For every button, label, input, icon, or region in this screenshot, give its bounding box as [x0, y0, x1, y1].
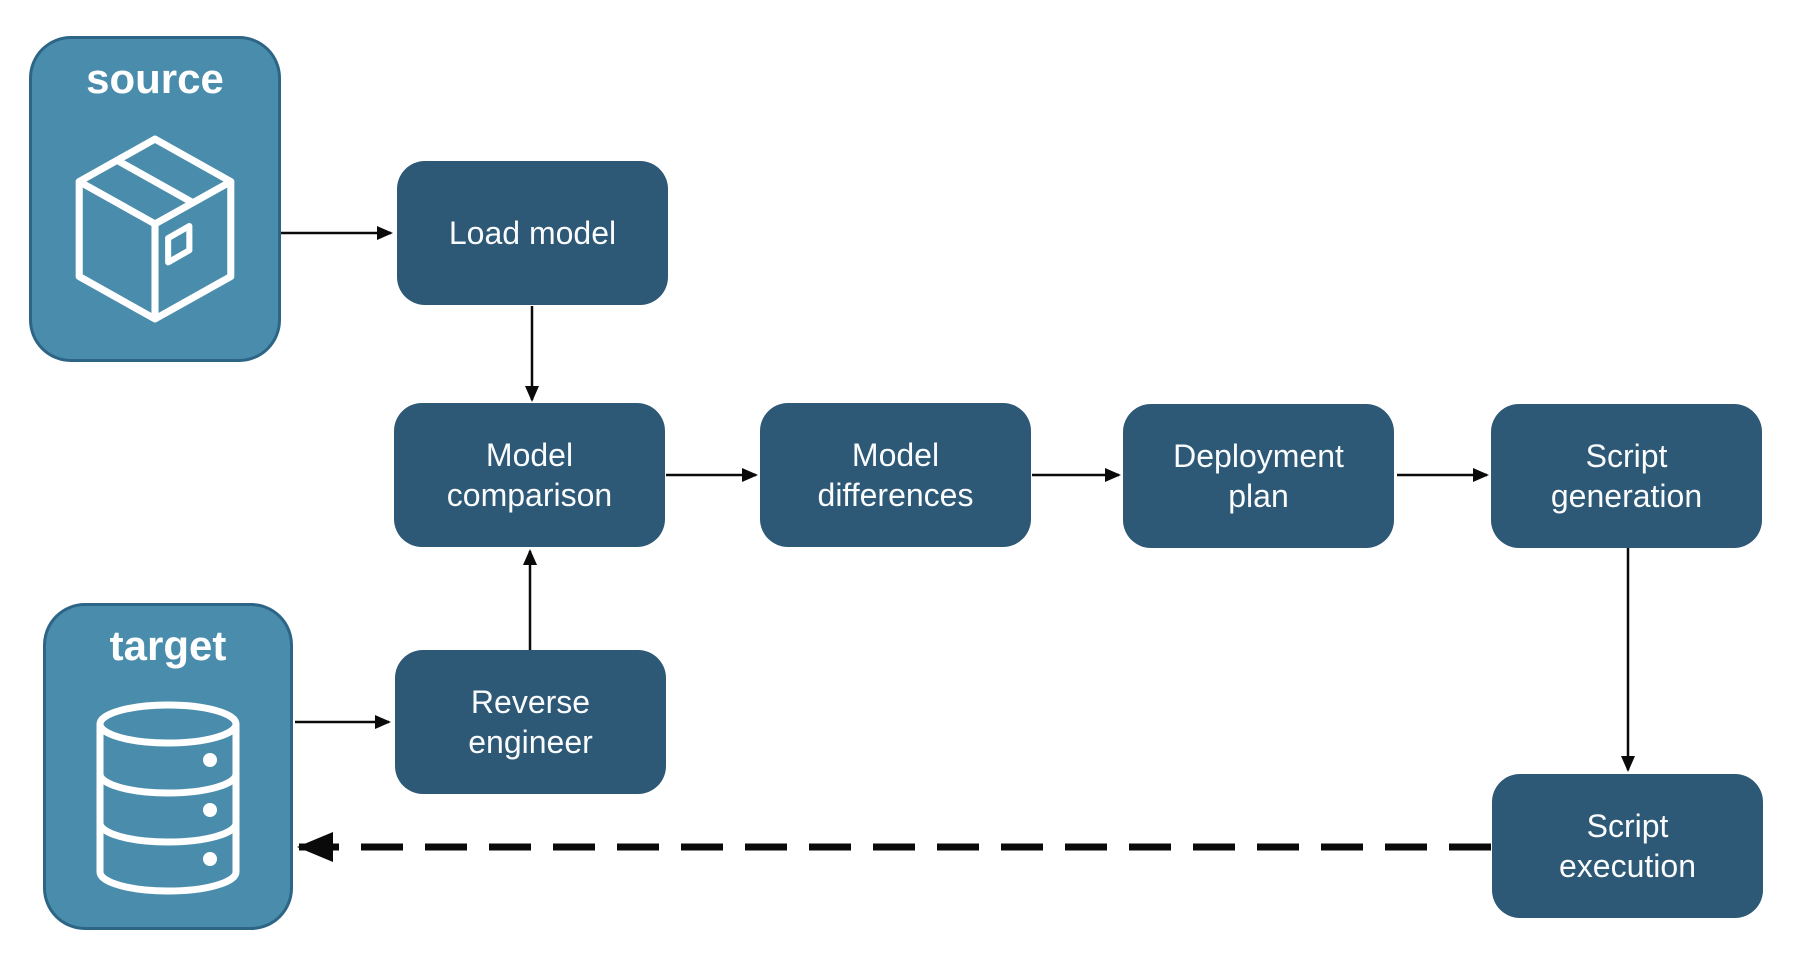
node-deployment-plan: Deployment plan: [1123, 404, 1394, 548]
node-load-model: Load model: [397, 161, 668, 305]
target-label: target: [109, 622, 227, 669]
node-reverse-engineer: Reverse engineer: [395, 650, 666, 794]
node-model-comparison: Model comparison: [394, 403, 665, 547]
node-model-differences: Model differences: [760, 403, 1031, 547]
node-source: source: [29, 36, 281, 362]
node-script-execution: Script execution: [1492, 774, 1763, 918]
package-icon: [75, 135, 235, 323]
node-script-generation: Script generation: [1491, 404, 1762, 548]
database-icon: [96, 701, 240, 895]
node-target: target: [43, 603, 293, 930]
source-label: source: [86, 55, 224, 102]
